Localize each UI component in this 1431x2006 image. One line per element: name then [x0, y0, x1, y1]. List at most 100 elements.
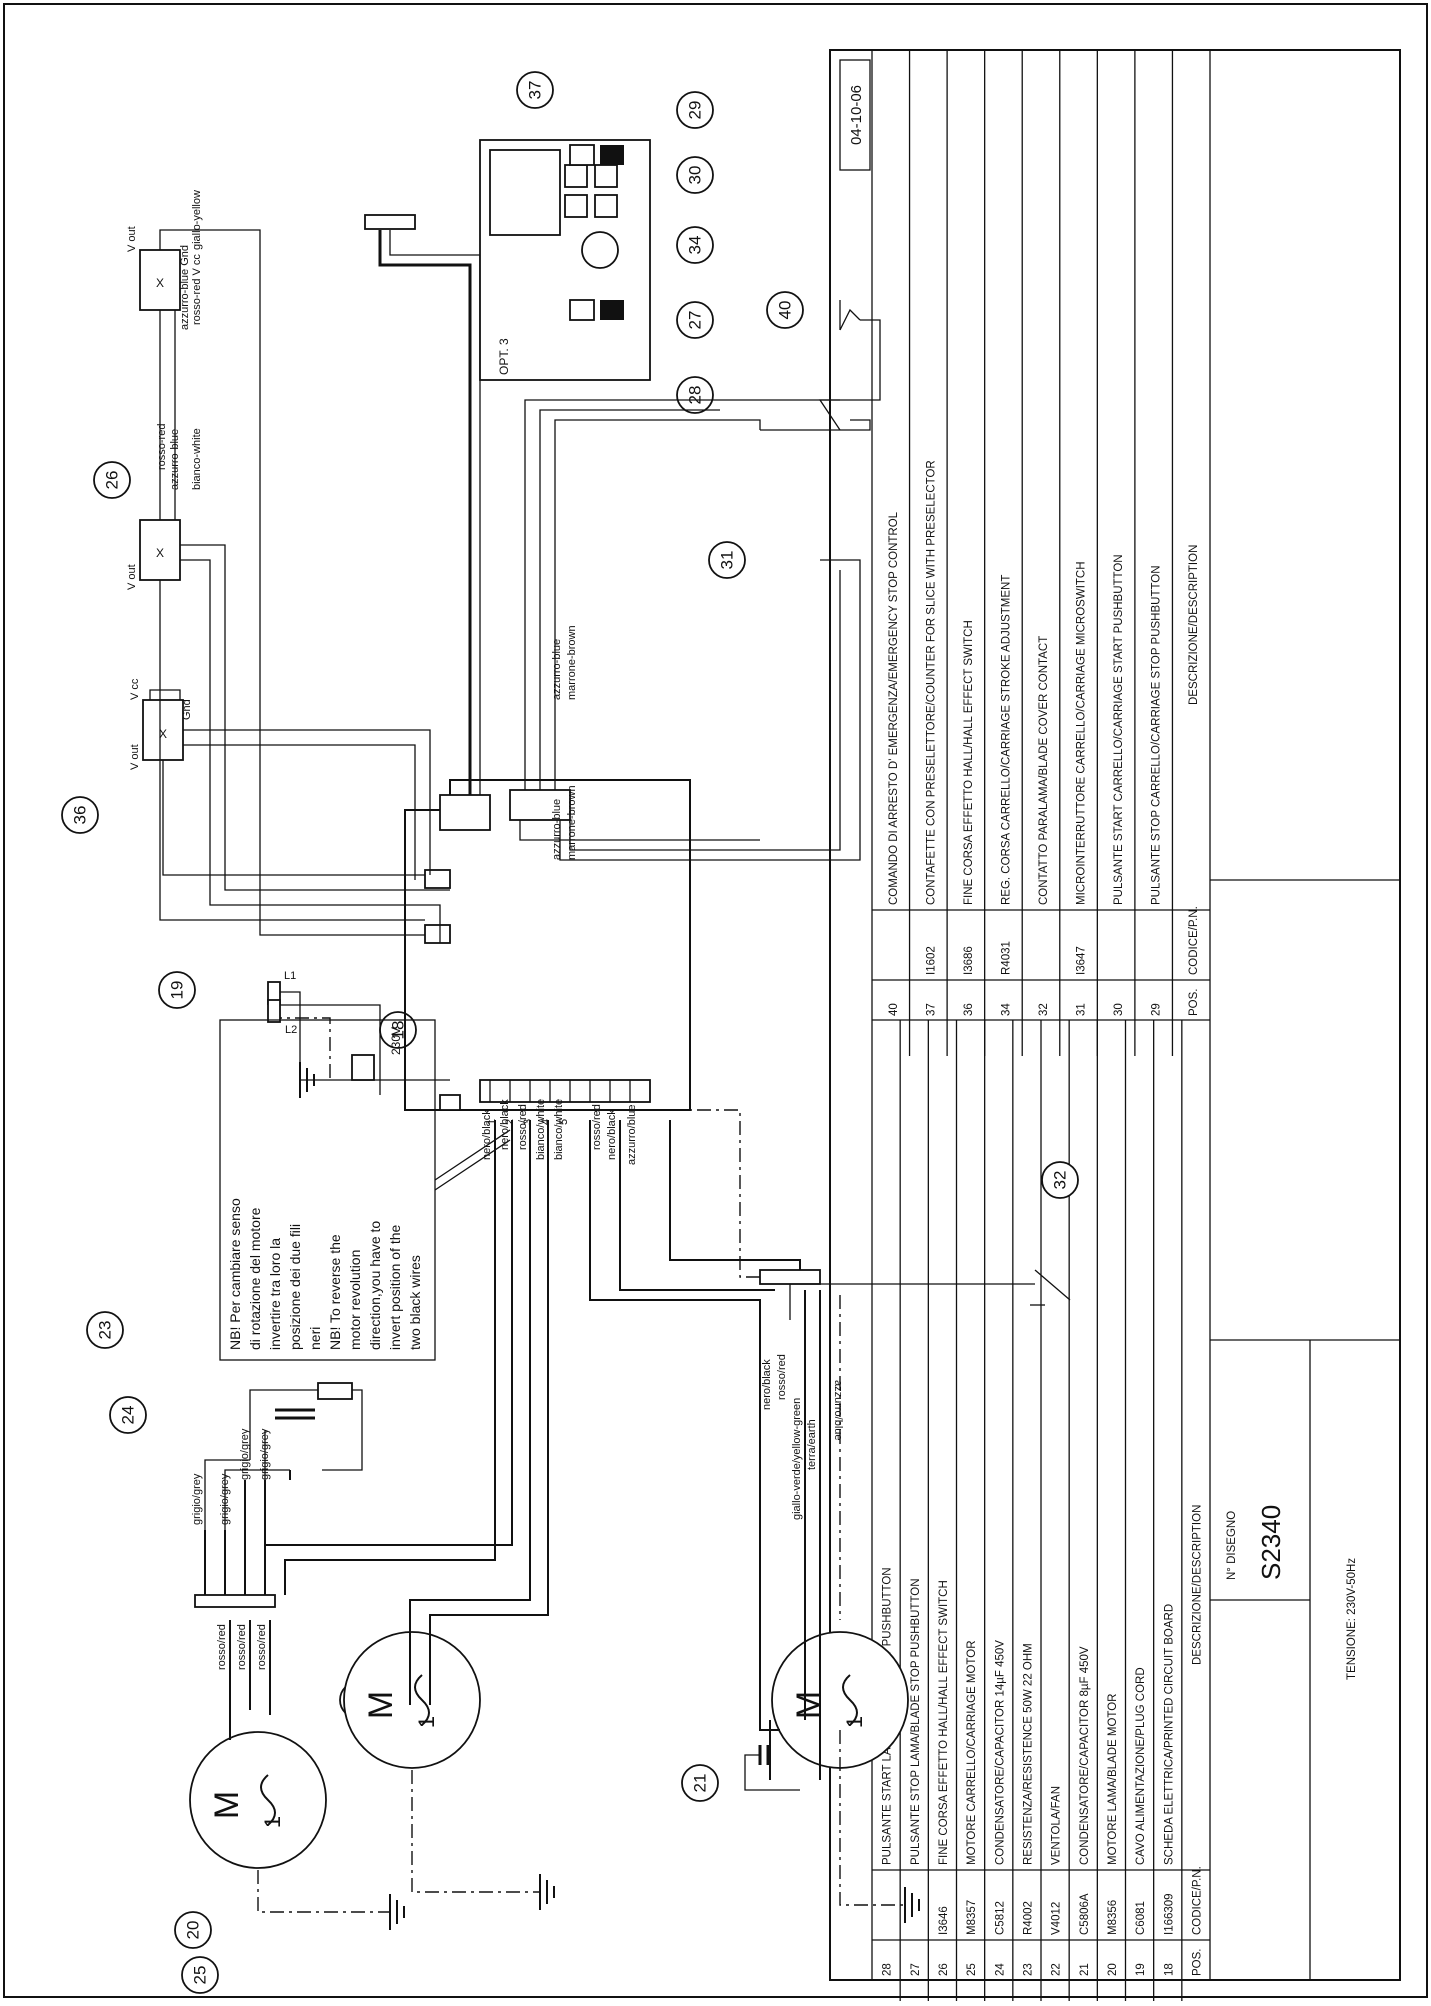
bom-right-desc: PULSANTE START CARRELLO/CARRIAGE START P…: [1113, 554, 1125, 905]
bom-right-desc: COMANDO DI ARRESTO D' EMERGENZA/EMERGENC…: [888, 511, 900, 905]
fan-22: M1: [343, 1631, 481, 1769]
callout-23: 23: [86, 1311, 124, 1349]
bom-left-pos: 18: [1163, 1963, 1175, 1976]
wire-marrone-brown-31: marrone-brown: [566, 625, 578, 700]
counter-key-2[interactable]: [564, 194, 588, 218]
date-box: [839, 59, 871, 171]
carriage-motor-25: M1: [189, 1731, 327, 1869]
bom-right-header: POS. CODICE/P.N. DESCRIZIONE/DESCRIPTION: [1188, 545, 1200, 1016]
wire-rosso-3: rosso/red: [517, 1104, 529, 1150]
bom-left-desc: CAVO ALIMENTAZIONE/PLUG CORD: [1135, 1667, 1147, 1865]
hall-26a-vout: V out: [126, 226, 138, 252]
svg-text:26: 26: [103, 471, 122, 490]
terminal-number: 2: [504, 1119, 516, 1125]
svg-text:29: 29: [686, 101, 705, 120]
bom-left-pos: 20: [1107, 1963, 1119, 1976]
svg-text:24: 24: [119, 1406, 138, 1425]
counter-key-3[interactable]: [594, 164, 618, 188]
callout-24: 24: [109, 1396, 147, 1434]
terminal-number: 5: [558, 1119, 570, 1125]
bom-left-pos: 23: [1022, 1963, 1034, 1976]
note-line: invertire tra loro la: [267, 1238, 283, 1350]
stroke-knob-34[interactable]: [581, 231, 619, 269]
terminal-number: 4: [540, 1119, 552, 1125]
wire-rosso-6: rosso/red: [591, 1104, 603, 1150]
bom-left-code: C5806A: [1079, 1893, 1091, 1935]
bom-left-code: I3646: [938, 1906, 950, 1935]
voltage-label: TENSIONE: 230V-50Hz: [1346, 1558, 1358, 1680]
bom-right-pos: 31: [1076, 1003, 1088, 1016]
svg-text:M: M: [790, 1691, 828, 1719]
bom-left-pos: 25: [966, 1963, 978, 1976]
bom-right-desc: CONTATTO PARALAMA/BLADE COVER CONTACT: [1038, 636, 1050, 905]
pcb-18: [404, 779, 691, 1111]
supply-voltage-label: 230V: [389, 1027, 403, 1055]
drawing-number: S2340: [1256, 1505, 1286, 1580]
bom-left-code: C6081: [1135, 1901, 1147, 1935]
capacitor-21: [744, 1745, 800, 1791]
bom-left-code: M8357: [966, 1900, 978, 1935]
plug-L2: [267, 999, 281, 1023]
bom-left-row: 28PULSANTE START LAMA/BLADE START PUSHBU…: [882, 1567, 894, 1976]
power-cord-19: L1 L2 230V: [267, 970, 450, 1095]
callout-32: 32: [1041, 1161, 1079, 1199]
carriage-stop-button-29[interactable]: [600, 145, 624, 165]
blade-stop-button-27[interactable]: [600, 300, 624, 320]
bom-right-desc: CONTAFETTE CON PRESELETTORE/COUNTER FOR …: [925, 460, 937, 905]
bom-left-pos: 28: [882, 1963, 894, 1976]
svg-text:40: 40: [776, 301, 795, 320]
bom-left-pos: 26: [938, 1963, 950, 1976]
wire-rosso-25c: rosso/red: [256, 1624, 268, 1670]
wire-rosso-vcc: rosso-red V cc: [191, 254, 203, 325]
bom-right-desc: REG. CORSA CARRELLO/CARRIAGE STROKE ADJU…: [1000, 575, 1012, 905]
blade-start-button-28[interactable]: [569, 299, 595, 321]
bom-left-desc: PULSANTE STOP LAMA/BLADE STOP PUSHBUTTON: [910, 1578, 922, 1865]
title-block-frame: [829, 49, 1401, 1981]
bom-right-header-cell: DESCRIZIONE/DESCRIPTION: [1188, 545, 1200, 705]
wire-bianco-4: bianco/white: [535, 1099, 547, 1160]
bom-left-desc: FINE CORSA EFFETTO HALL/HALL EFFECT SWIT…: [938, 1580, 950, 1865]
wire-bianco-5: bianco/white: [553, 1099, 565, 1160]
svg-text:32: 32: [1051, 1171, 1070, 1190]
note-line: di rotazione del motore: [247, 1207, 263, 1350]
bom-right-header-cell: POS.: [1188, 989, 1200, 1016]
bom-left-code: R4002: [1022, 1901, 1034, 1935]
pcb-sensor-connector: [509, 789, 571, 821]
callout-21: 21: [681, 1764, 719, 1802]
hall-26a-x: X: [156, 276, 164, 290]
note-line: neri: [307, 1327, 323, 1350]
counter-key-1[interactable]: [564, 164, 588, 188]
bom-left-desc: MOTORE CARRELLO/CARRIAGE MOTOR: [966, 1641, 978, 1866]
bom-right-header-cell: CODICE/P.N.: [1188, 906, 1200, 975]
svg-text:27: 27: [686, 311, 705, 330]
bom-right-pos: 37: [925, 1003, 937, 1016]
note-line: motor revolution: [347, 1250, 363, 1350]
counter-display: [489, 149, 561, 236]
callout-34: 34: [676, 226, 714, 264]
callout-40: 40: [766, 291, 804, 329]
svg-text:37: 37: [526, 81, 545, 100]
bom-left-header: POS.CODICE/P.N.DESCRIZIONE/DESCRIPTION: [1191, 1505, 1203, 1976]
svg-text:31: 31: [718, 551, 737, 570]
sheet-border: [3, 3, 1428, 1998]
carriage-start-button-30[interactable]: [569, 144, 595, 166]
wire-rosso-20: rosso/red: [776, 1354, 788, 1400]
svg-text:23: 23: [96, 1321, 115, 1340]
bom-left-header-cell: POS.: [1191, 1949, 1203, 1976]
counter-key-4[interactable]: [594, 194, 618, 218]
bom-left-code: V4012: [1051, 1902, 1063, 1935]
wire-bianco-white: bianco-white: [191, 428, 203, 490]
wire-grigio-2: grigio/grey: [219, 1473, 231, 1525]
callout-28: 28: [676, 376, 714, 414]
svg-text:19: 19: [168, 981, 187, 1000]
wire-azzurro-blue-26: azzurro-blue: [169, 429, 181, 490]
callout-20: 20: [174, 1911, 212, 1949]
